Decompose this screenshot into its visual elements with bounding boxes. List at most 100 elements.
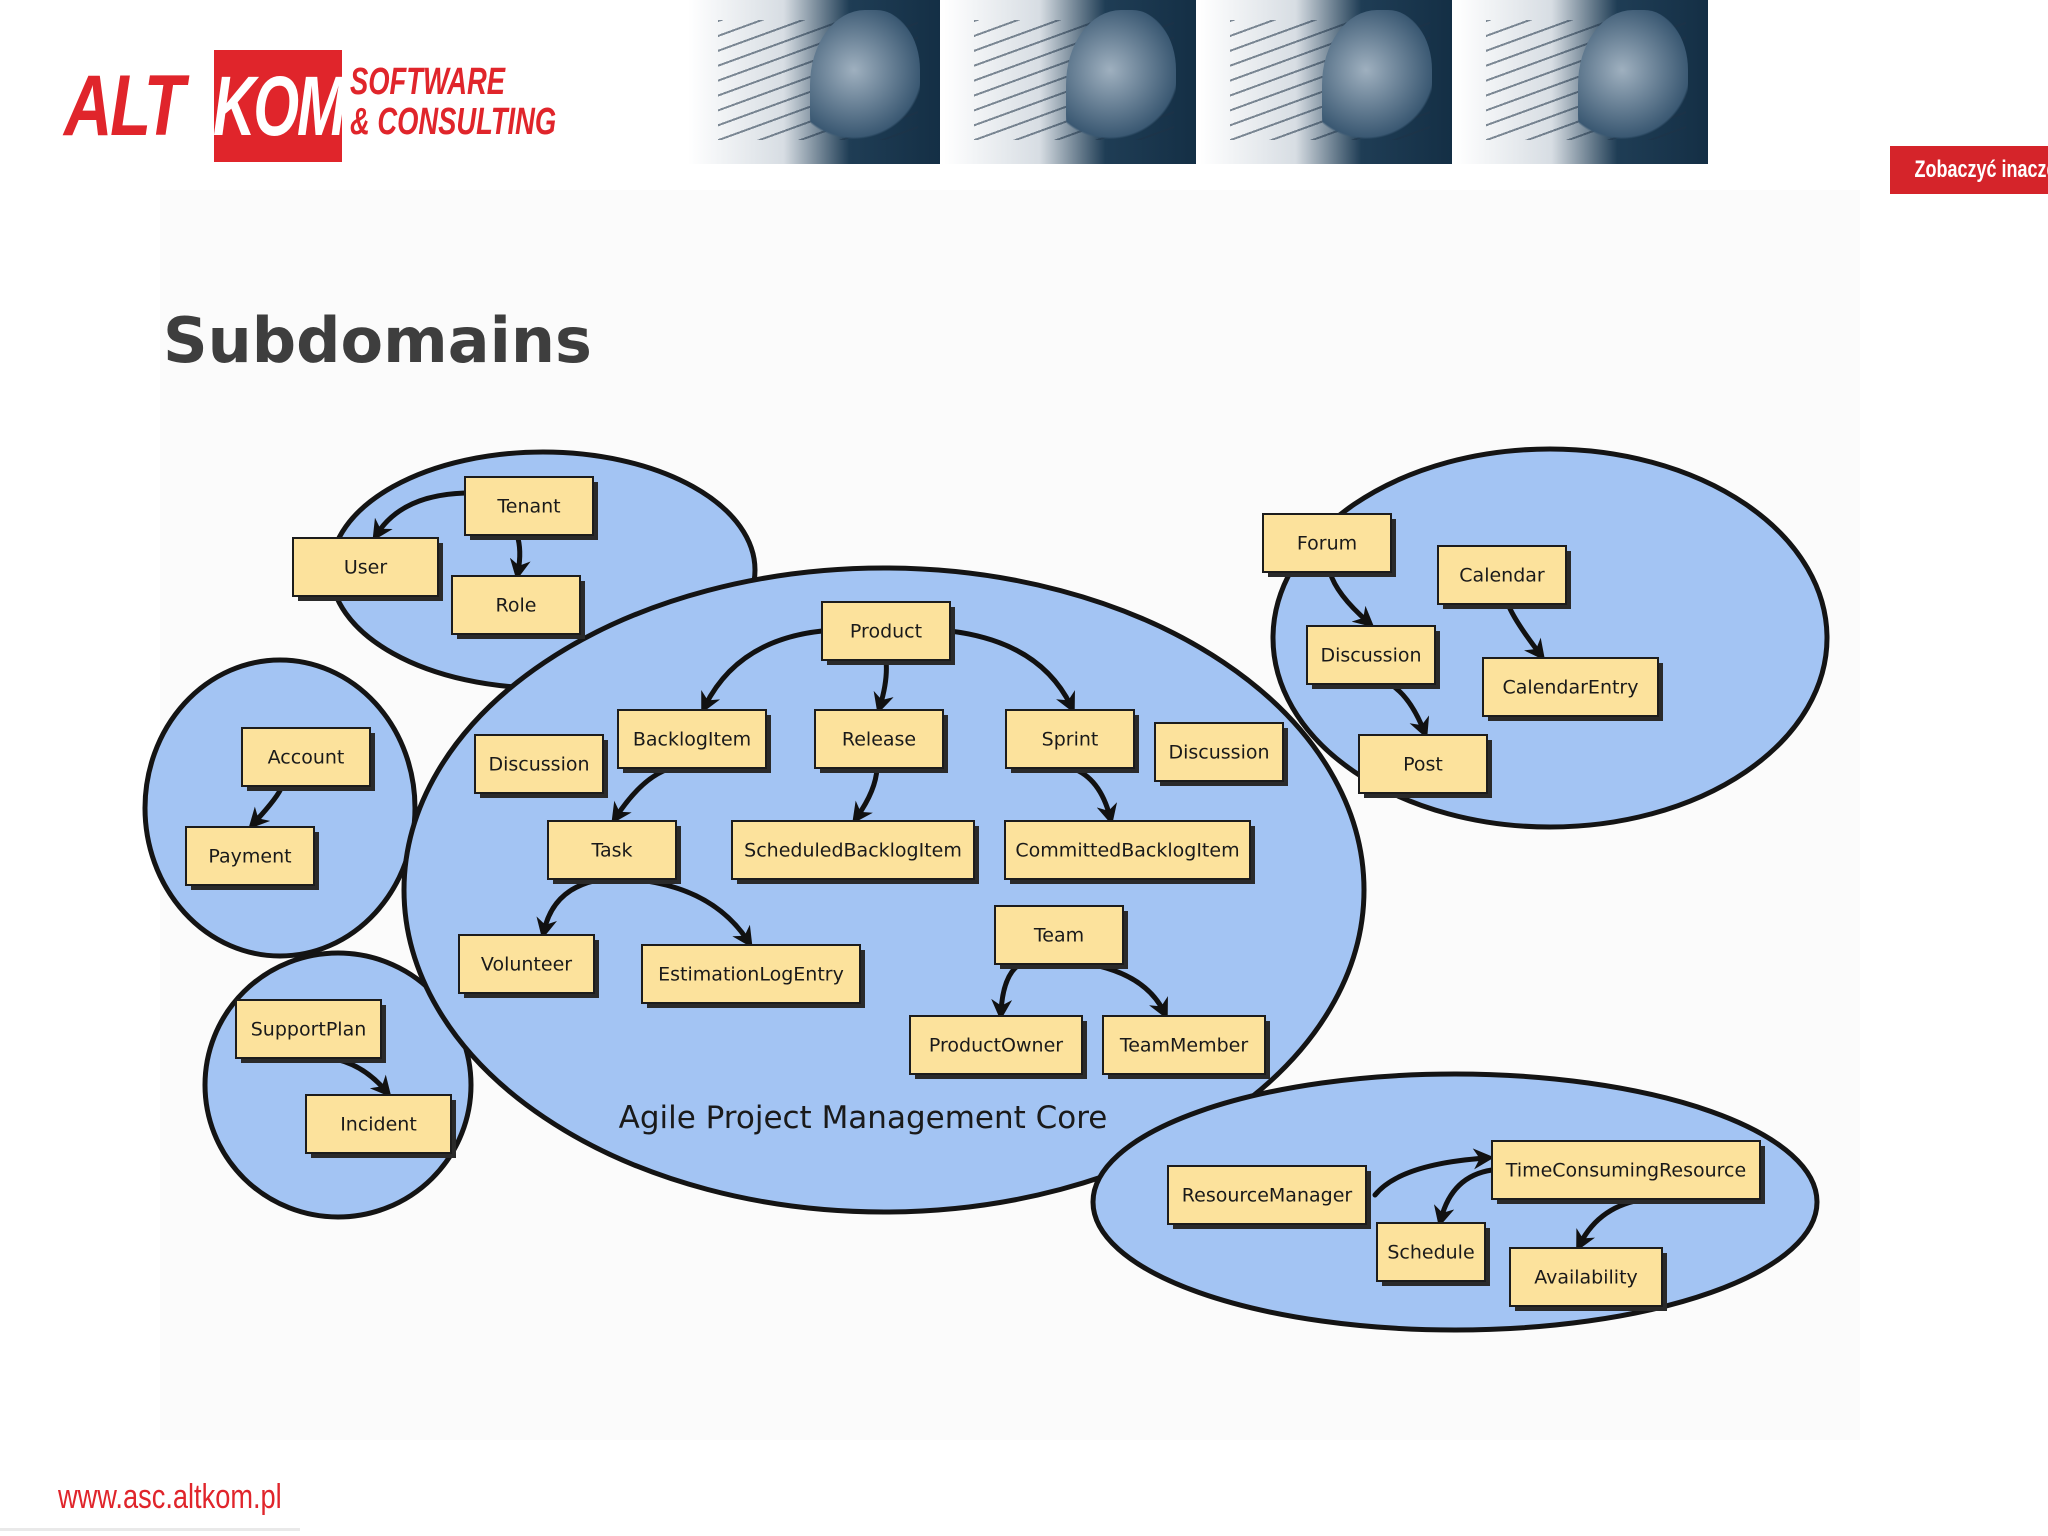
entity-card bbox=[1004, 820, 1251, 880]
entity-card bbox=[1306, 625, 1436, 685]
entity-forum: Forum bbox=[1262, 513, 1396, 577]
entity-label: ScheduledBacklogItem bbox=[744, 840, 962, 862]
entity-card bbox=[1482, 657, 1659, 717]
logo-alt-text: ALT bbox=[64, 58, 185, 154]
entity-account: Account bbox=[241, 727, 375, 791]
entity-card bbox=[292, 537, 439, 597]
entity-label: ProductOwner bbox=[929, 1035, 1063, 1057]
entity-label: CommittedBacklogItem bbox=[1015, 840, 1239, 862]
entity-post: Post bbox=[1358, 734, 1492, 798]
banner-image-2 bbox=[944, 0, 1196, 164]
entity-card bbox=[1005, 709, 1135, 769]
entity-label: Availability bbox=[1534, 1267, 1638, 1289]
arrow-tenant-to-user bbox=[372, 490, 468, 542]
entity-label: User bbox=[344, 557, 387, 579]
entity-scheduled-backlog-item: ScheduledBacklogItem bbox=[731, 820, 979, 884]
logo-tagline: SOFTWARE & CONSULTING bbox=[350, 62, 556, 142]
arrow-product-to-sprint bbox=[947, 628, 1075, 714]
entity-card bbox=[617, 709, 767, 769]
entity-time-consuming-resource: TimeConsumingResource bbox=[1491, 1140, 1765, 1204]
entity-label: Team bbox=[1033, 925, 1084, 947]
entity-card bbox=[458, 934, 595, 994]
entity-card bbox=[235, 999, 382, 1059]
entity-calendar: Calendar bbox=[1437, 545, 1571, 609]
entity-label: Account bbox=[268, 747, 345, 769]
logo-kom-text: KOM bbox=[212, 59, 346, 153]
core-subdomain-label: Agile Project Management Core bbox=[619, 1100, 1108, 1136]
entity-card bbox=[1376, 1222, 1486, 1282]
tagline-badge-text: Zobaczyć inaczej bbox=[1914, 156, 2048, 183]
entity-label: Discussion bbox=[1320, 645, 1421, 667]
entity-card bbox=[1437, 545, 1567, 605]
entity-card bbox=[1262, 513, 1392, 573]
entity-task: Task bbox=[547, 820, 681, 884]
logo-kom-block: KOM bbox=[212, 50, 346, 162]
entity-card bbox=[909, 1015, 1083, 1075]
entity-label: Forum bbox=[1297, 533, 1357, 555]
logo-tagline-line-2: & CONSULTING bbox=[350, 101, 557, 143]
entity-card bbox=[1509, 1247, 1663, 1307]
slide-title: Subdomains bbox=[163, 304, 592, 377]
entity-discussion-core-right: Discussion bbox=[1154, 722, 1288, 786]
entity-card bbox=[1491, 1140, 1761, 1200]
banner-image-4 bbox=[1456, 0, 1708, 164]
entity-calendar-entry: CalendarEntry bbox=[1482, 657, 1663, 721]
entity-label: SupportPlan bbox=[251, 1019, 367, 1041]
entity-resource-manager: ResourceManager bbox=[1167, 1165, 1371, 1229]
logo-tagline-line-1: SOFTWARE bbox=[350, 61, 506, 103]
entity-label: Discussion bbox=[1168, 742, 1269, 764]
entity-support-plan: SupportPlan bbox=[235, 999, 386, 1063]
entity-schedule: Schedule bbox=[1376, 1222, 1490, 1286]
entity-label: Post bbox=[1403, 754, 1443, 776]
entity-card bbox=[305, 1094, 452, 1154]
entity-label: EstimationLogEntry bbox=[658, 964, 844, 986]
entity-label: Calendar bbox=[1459, 565, 1545, 587]
entity-card bbox=[731, 820, 975, 880]
arrow-resource_manager-to-time_consuming_resource bbox=[1372, 1148, 1495, 1198]
banner-image-3 bbox=[1200, 0, 1452, 164]
entity-tenant: Tenant bbox=[464, 476, 598, 540]
entity-label: Sprint bbox=[1042, 729, 1099, 751]
entity-user: User bbox=[292, 537, 443, 601]
logo-wordmark: ALT bbox=[64, 46, 216, 166]
entity-label: TimeConsumingResource bbox=[1505, 1160, 1746, 1182]
entity-label: Task bbox=[590, 840, 632, 862]
entity-card bbox=[994, 905, 1124, 965]
entity-role: Role bbox=[451, 575, 585, 639]
entity-committed-backlog-item: CommittedBacklogItem bbox=[1004, 820, 1255, 884]
entity-backlog-item: BacklogItem bbox=[617, 709, 771, 773]
entity-card bbox=[821, 601, 951, 661]
entity-discussion-core-left: Discussion bbox=[474, 734, 608, 798]
entity-payment: Payment bbox=[185, 826, 319, 890]
arrow-tenant-to-role bbox=[509, 532, 531, 581]
entity-card bbox=[241, 727, 371, 787]
entity-card bbox=[641, 944, 861, 1004]
subdomain-billing bbox=[142, 657, 418, 959]
entity-product: Product bbox=[821, 601, 955, 665]
entity-team-member: TeamMember bbox=[1102, 1015, 1270, 1079]
arrow-time_consuming_resource-to-schedule bbox=[1433, 1167, 1495, 1228]
entity-label: Role bbox=[496, 595, 537, 617]
entity-label: Incident bbox=[340, 1114, 417, 1136]
entity-release: Release bbox=[814, 709, 948, 773]
footer-divider bbox=[0, 1528, 300, 1531]
entity-boxes: TenantUserRoleAccountPaymentSupportPlanI… bbox=[185, 476, 1765, 1311]
entity-label: Schedule bbox=[1387, 1242, 1474, 1264]
entity-card bbox=[185, 826, 315, 886]
entity-label: Release bbox=[842, 729, 916, 751]
entity-label: Product bbox=[850, 621, 922, 643]
header-banner bbox=[688, 0, 1708, 164]
entity-card bbox=[547, 820, 677, 880]
arrow-product-to-backlog_item bbox=[701, 628, 825, 714]
entity-label: Payment bbox=[208, 846, 291, 868]
footer-url: www.asc.altkom.pl bbox=[58, 1478, 282, 1516]
company-logo: ALT KOM SOFTWARE & CONSULTING bbox=[64, 46, 556, 166]
entity-card bbox=[451, 575, 581, 635]
entity-label: TeamMember bbox=[1119, 1035, 1249, 1057]
entity-card bbox=[1102, 1015, 1266, 1075]
entity-availability: Availability bbox=[1509, 1247, 1667, 1311]
entity-label: Discussion bbox=[488, 754, 589, 776]
entity-card bbox=[814, 709, 944, 769]
entity-incident: Incident bbox=[305, 1094, 456, 1158]
